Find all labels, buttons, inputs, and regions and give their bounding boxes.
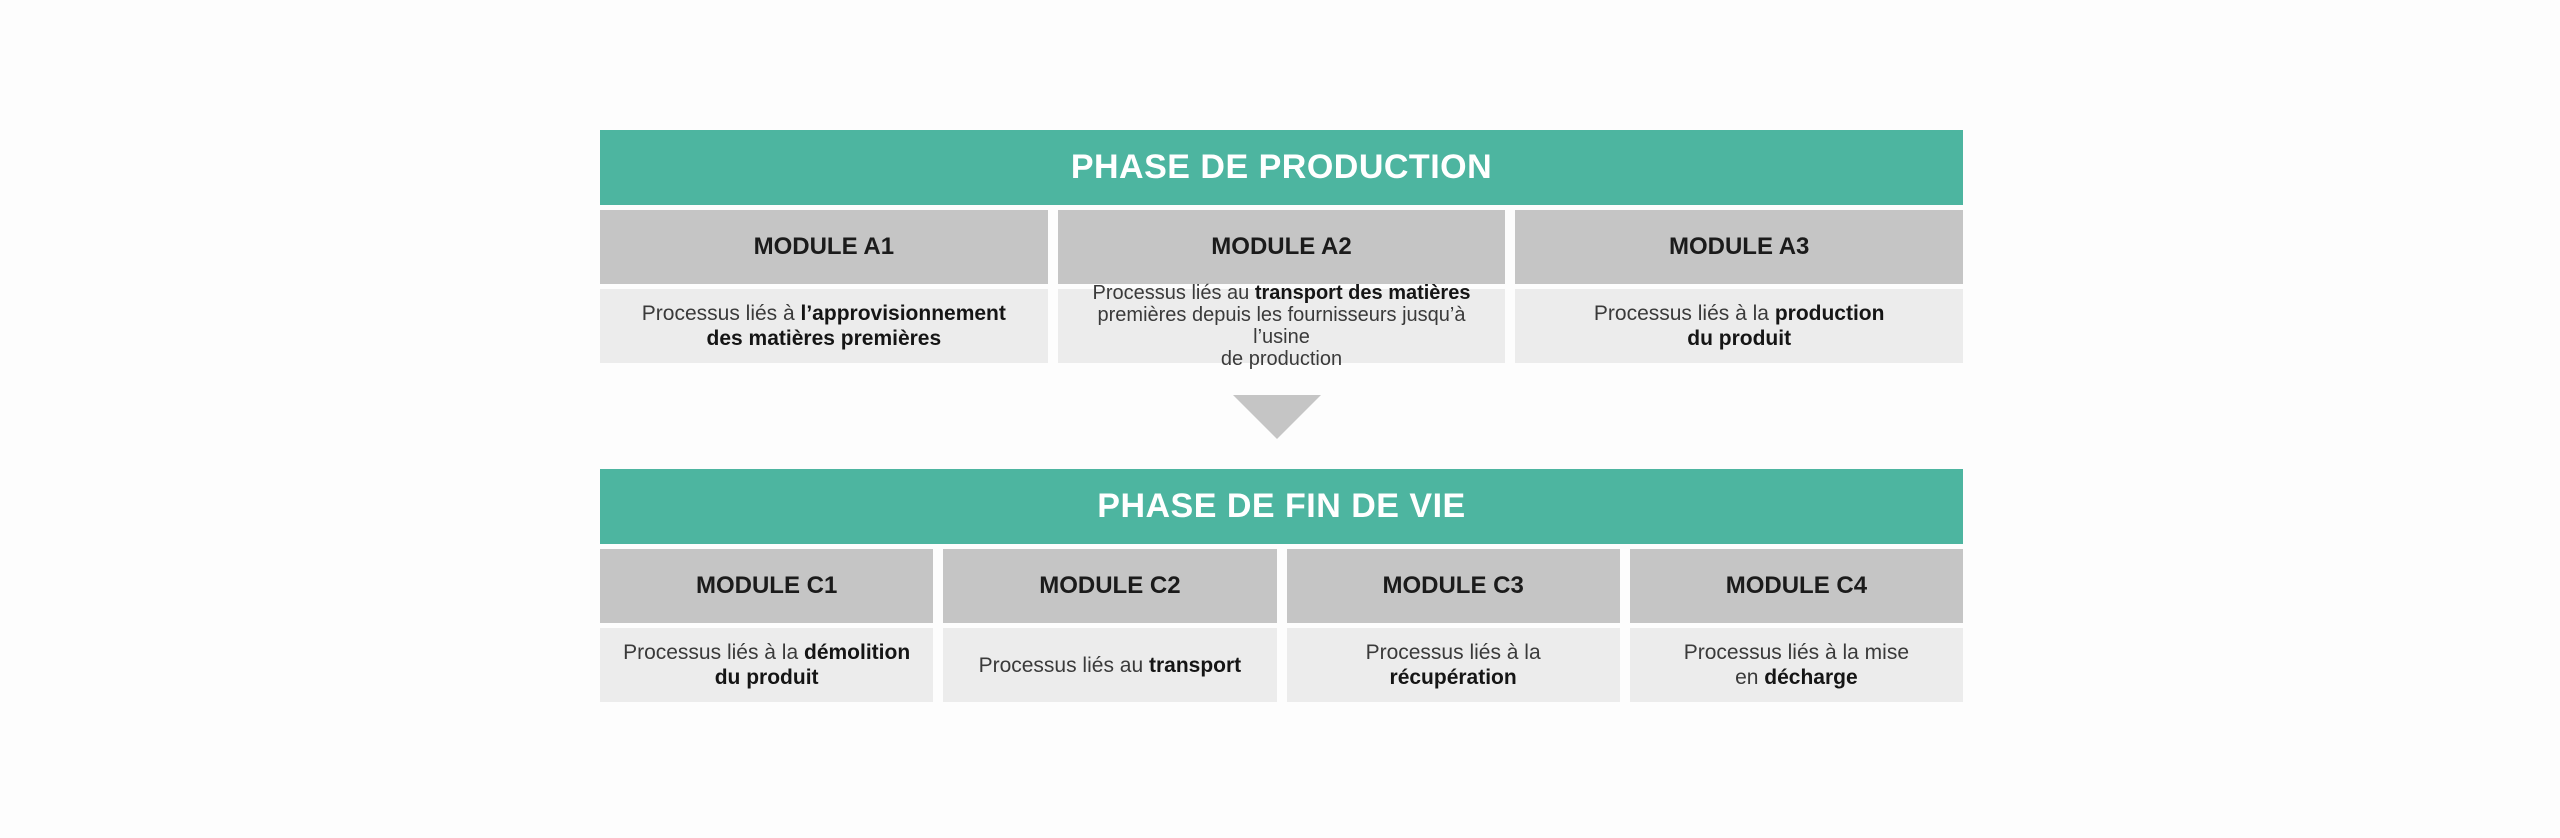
- module-c3: MODULE C3 Processus liés à la récupérati…: [1286, 549, 1620, 702]
- module-c4-title: MODULE C4: [1629, 549, 1963, 623]
- module-c1: MODULE C1 Processus liés à la démolition…: [600, 549, 934, 702]
- module-c1-highlight-2: du produit: [714, 666, 819, 689]
- phase-production-title: PHASE DE PRODUCTION: [600, 130, 1963, 205]
- phase-end-of-life-modules: MODULE C1 Processus liés à la démolition…: [600, 549, 1963, 702]
- phase-end-of-life-title: PHASE DE FIN DE VIE: [600, 469, 1963, 544]
- module-a2-highlight: transport des matières: [1254, 282, 1471, 304]
- module-a1-description: Processus liés à l’approvisionnement des…: [600, 289, 1048, 363]
- module-c4-text-2: en: [1735, 666, 1765, 689]
- module-c3-text: Processus liés à la: [1365, 641, 1541, 664]
- module-c3-title: MODULE C3: [1286, 549, 1620, 623]
- module-a2-text: Processus liés au: [1092, 282, 1255, 304]
- phase-production: PHASE DE PRODUCTION MODULE A1 Processus …: [600, 130, 1964, 370]
- module-c1-highlight: démolition: [804, 641, 911, 664]
- module-a3-highlight-2: du produit: [1687, 327, 1792, 350]
- module-c2: MODULE C2 Processus liés au transport: [943, 549, 1277, 702]
- module-a3-highlight: production: [1774, 302, 1885, 325]
- module-a3: MODULE A3 Processus liés à la production…: [1515, 210, 1964, 363]
- module-c2-title: MODULE C2: [943, 549, 1277, 623]
- phase-production-modules: MODULE A1 Processus liés à l’approvision…: [600, 210, 1964, 370]
- module-a2-description: Processus liés au transport des matières…: [1057, 282, 1506, 370]
- module-a2: MODULE A2 Processus liés au transport de…: [1057, 210, 1506, 370]
- module-c3-description: Processus liés à la récupération: [1286, 628, 1620, 702]
- module-c2-text: Processus liés au: [978, 653, 1149, 677]
- flow-arrow-area: [600, 363, 1963, 469]
- module-a1: MODULE A1 Processus liés à l’approvision…: [600, 210, 1048, 363]
- module-a1-title: MODULE A1: [600, 210, 1048, 284]
- module-c1-text: Processus liés à la: [623, 641, 804, 664]
- module-c4-description: Processus liés à la mise en décharge: [1629, 628, 1963, 702]
- module-a3-text: Processus liés à la: [1593, 302, 1775, 325]
- module-a2-text-2: premières depuis les fournisseurs jusqu’…: [1097, 304, 1466, 348]
- module-a1-highlight: l’approvisionnement: [800, 302, 1006, 325]
- module-c1-description: Processus liés à la démolition du produi…: [600, 628, 934, 702]
- module-c4: MODULE C4 Processus liés à la mise en dé…: [1629, 549, 1963, 702]
- module-c2-highlight: transport: [1148, 653, 1242, 677]
- module-c2-description: Processus liés au transport: [943, 628, 1277, 702]
- module-a2-title: MODULE A2: [1057, 210, 1506, 284]
- module-a3-description: Processus liés à la production du produi…: [1515, 289, 1964, 363]
- module-c4-text: Processus liés à la mise: [1683, 641, 1909, 664]
- module-a2-text-3: de production: [1220, 348, 1343, 370]
- module-a1-text: Processus liés à: [641, 302, 801, 325]
- module-a3-title: MODULE A3: [1515, 210, 1964, 284]
- module-c4-highlight: décharge: [1764, 666, 1858, 689]
- phase-end-of-life: PHASE DE FIN DE VIE MODULE C1 Processus …: [600, 469, 1963, 702]
- phase-diagram: PHASE DE PRODUCTION MODULE A1 Processus …: [600, 130, 1964, 702]
- module-a1-highlight-2: des matières premières: [706, 327, 942, 350]
- down-triangle-icon: [1233, 395, 1321, 439]
- module-c1-title: MODULE C1: [600, 549, 934, 623]
- module-c3-highlight: récupération: [1389, 666, 1517, 689]
